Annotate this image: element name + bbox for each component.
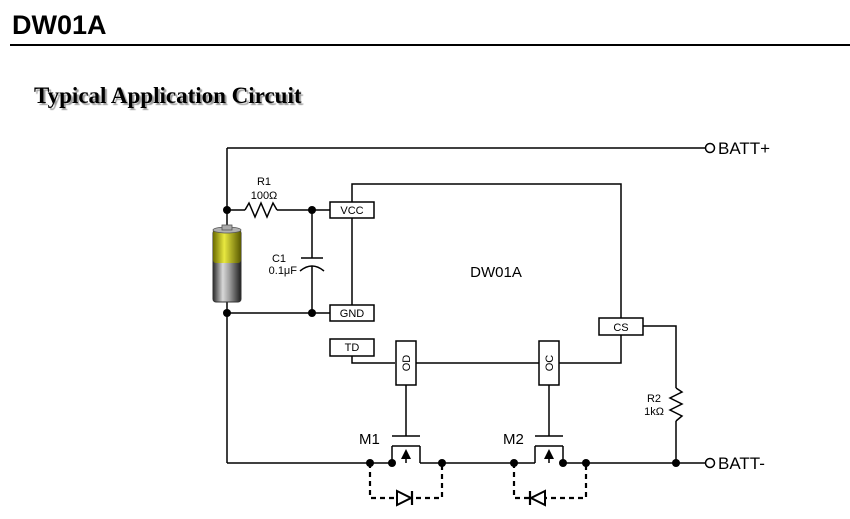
pin-box-od — [395, 340, 417, 386]
pin-label-td: TD — [345, 342, 360, 354]
m1-diode-loop — [368, 463, 444, 500]
pin-box-td — [329, 338, 375, 357]
junction-dot — [366, 459, 374, 467]
wire-cs — [643, 325, 677, 388]
junction-dot — [438, 459, 446, 467]
ic-body-bottom-right — [559, 334, 622, 364]
batt-plus-terminal-icon — [704, 142, 716, 154]
pin-box-oc — [538, 340, 560, 386]
m2-label: M2 — [503, 431, 524, 448]
r1-name-label: R1 — [257, 176, 271, 188]
junction-dot — [559, 459, 567, 467]
pin-box-cs — [598, 317, 644, 336]
ic-body-left-bottom — [351, 356, 395, 364]
document-title: DW01A — [12, 10, 107, 40]
batt-plus-label: BATT+ — [718, 139, 770, 158]
section-title: Typical Application Circuit — [34, 83, 302, 108]
r2-resistor — [668, 387, 684, 422]
pin-label-od: OD — [401, 355, 413, 372]
junction-dot — [223, 206, 231, 214]
r2-value-label: 1kΩ — [644, 406, 664, 418]
battery-cell — [212, 224, 242, 303]
title-rule — [10, 44, 850, 46]
junction-dot — [388, 459, 396, 467]
c1-name-label: C1 — [272, 253, 286, 265]
ic-label: DW01A — [470, 264, 522, 281]
pin-box-vcc — [329, 201, 375, 219]
junction-dot — [582, 459, 590, 467]
m1-arrow-icon — [401, 449, 411, 459]
pin-box-gnd — [329, 304, 375, 322]
m1-label: M1 — [359, 431, 380, 448]
junction-dot — [223, 309, 231, 317]
junction-dot — [510, 459, 518, 467]
junction-dot — [308, 206, 316, 214]
r1-resistor — [244, 201, 278, 219]
batt-minus-label: BATT- — [718, 454, 765, 473]
m2-diode-icon — [528, 489, 546, 507]
junction-dot — [672, 459, 680, 467]
m2-diode-loop — [512, 463, 588, 500]
ic-body — [351, 183, 622, 321]
batt-minus-terminal-icon — [704, 457, 716, 469]
c1-value-label: 0.1μF — [269, 265, 298, 277]
pin-label-oc: OC — [544, 355, 556, 372]
m2-arrow-icon — [544, 449, 554, 459]
r1-value-label: 100Ω — [251, 190, 278, 202]
m1-diode-icon — [396, 489, 414, 507]
pin-label-cs: CS — [613, 322, 628, 334]
pin-label-vcc: VCC — [340, 205, 363, 217]
pin-label-gnd: GND — [340, 308, 365, 320]
junction-dot — [308, 309, 316, 317]
r2-name-label: R2 — [647, 393, 661, 405]
